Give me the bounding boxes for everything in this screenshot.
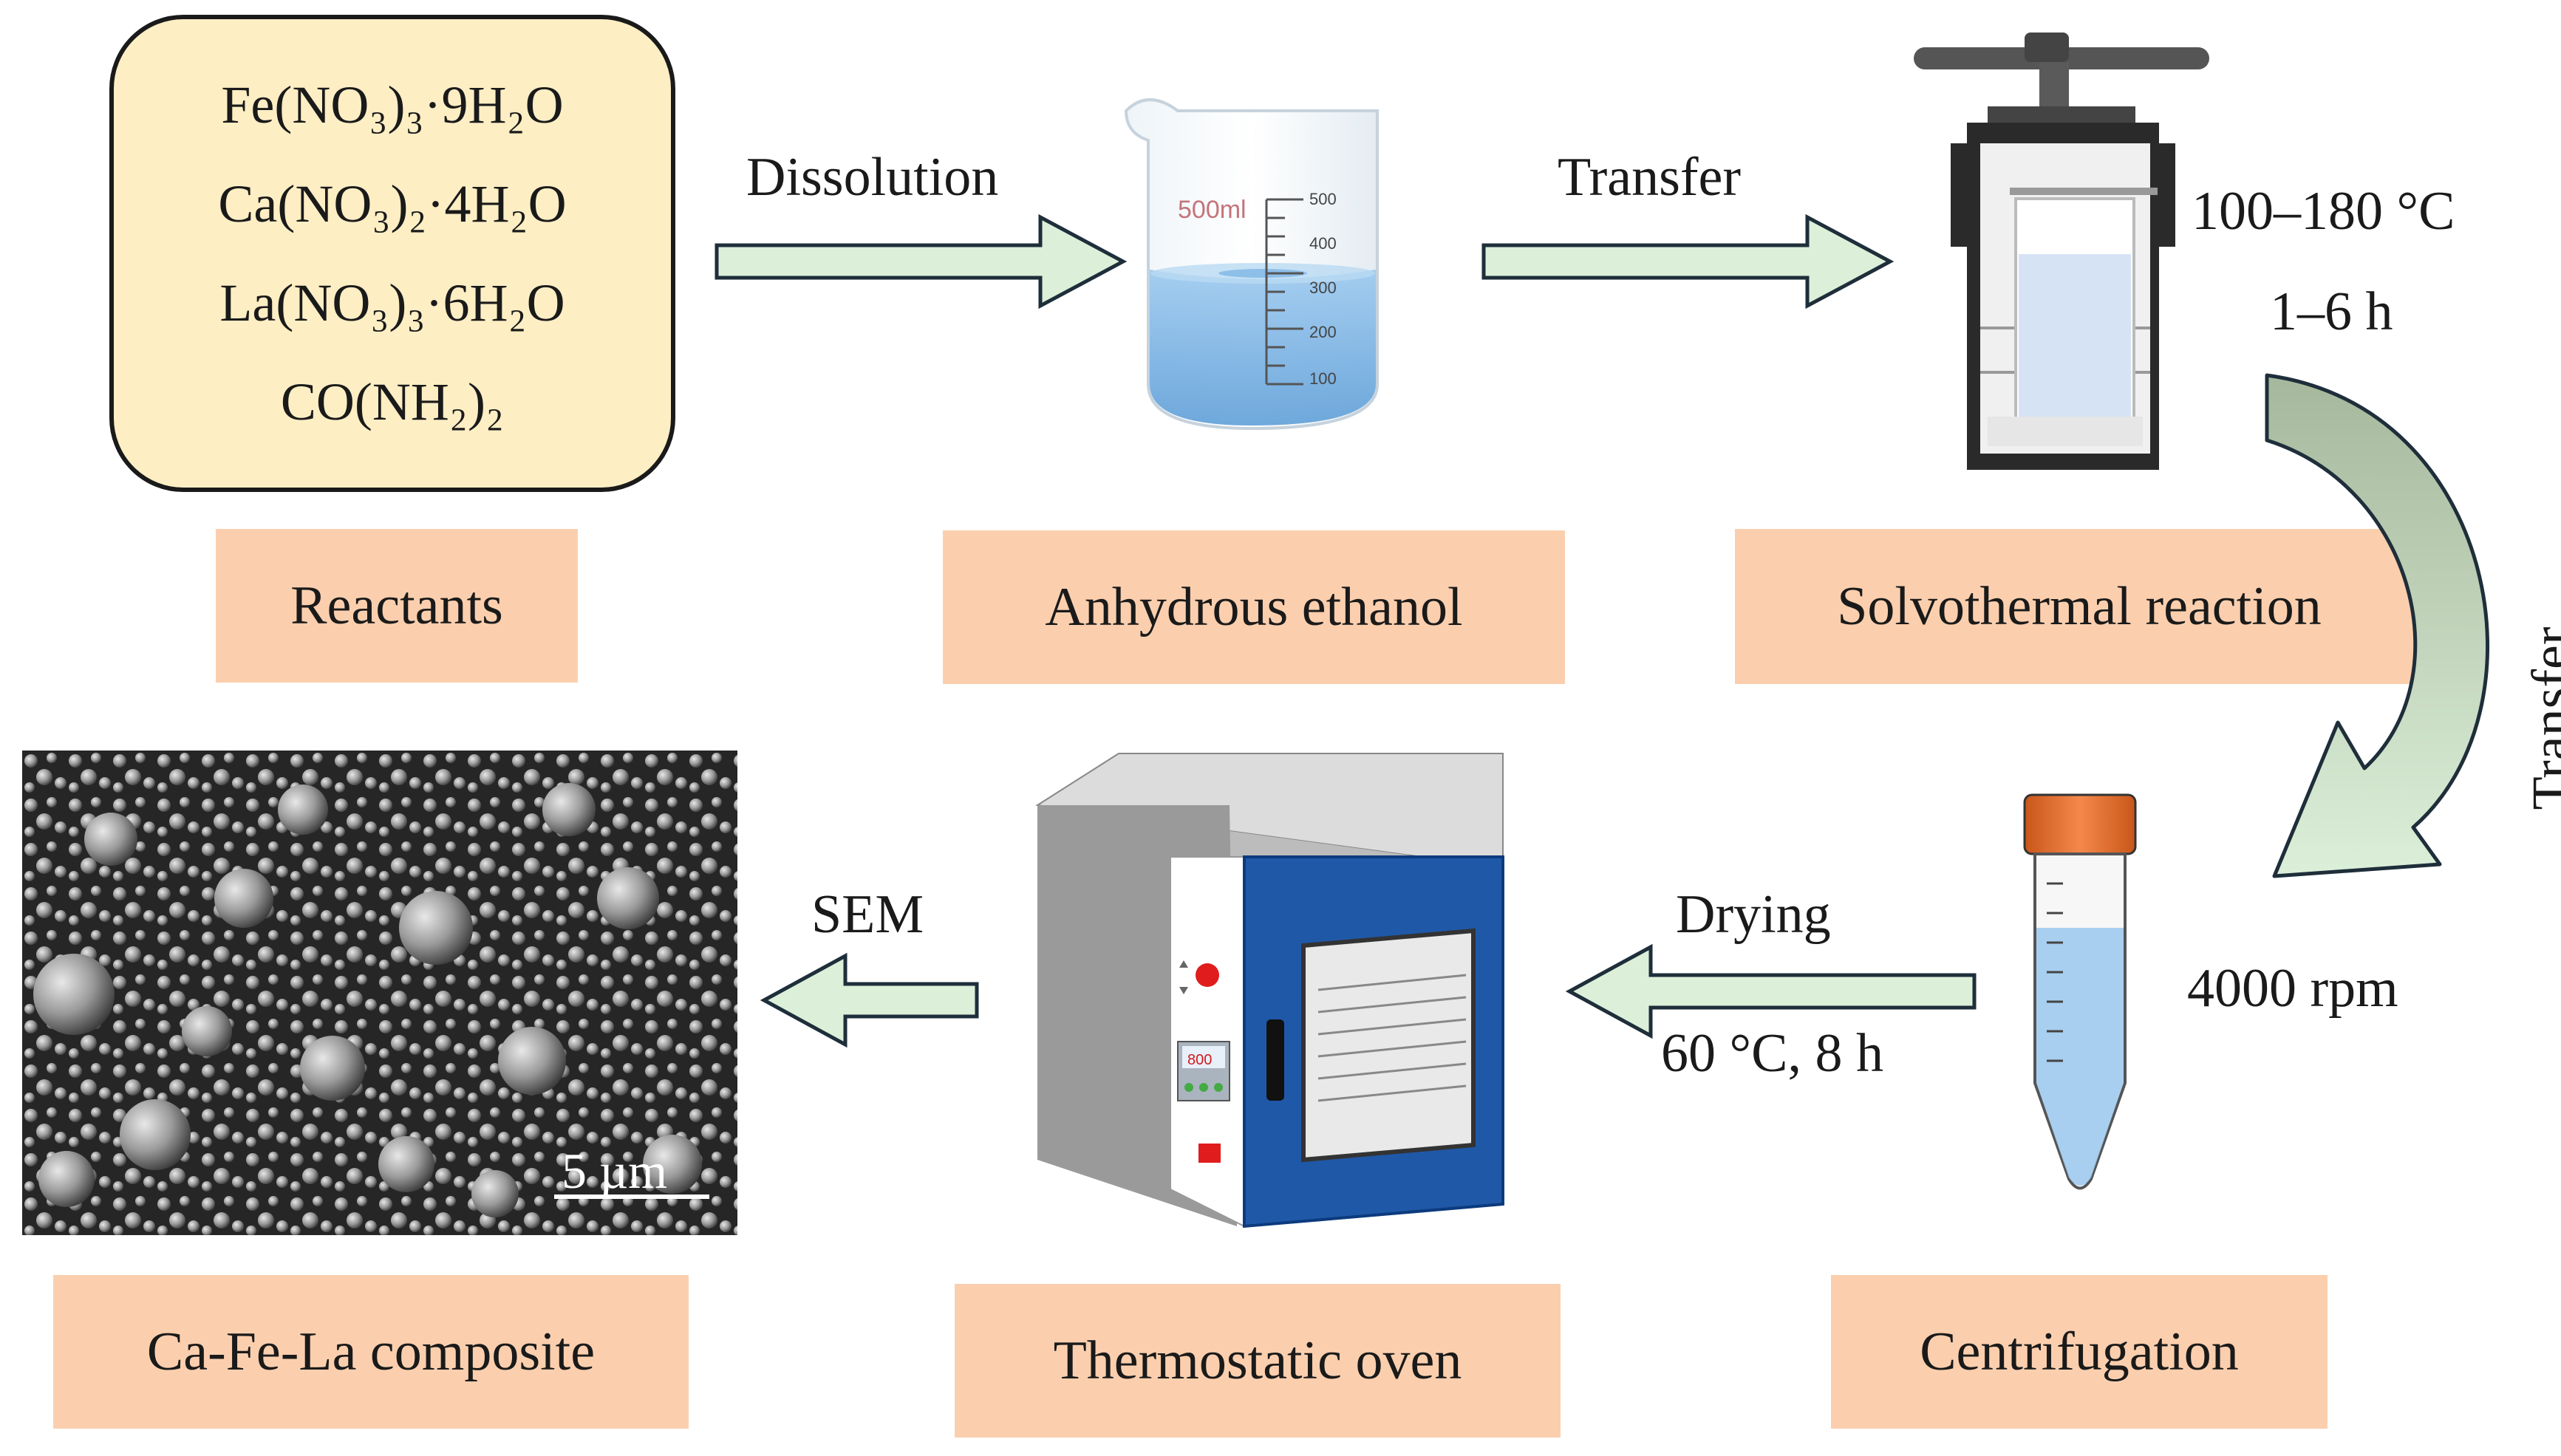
oven-icon: 800 [1035, 753, 1504, 1228]
beaker-mark: 400 [1309, 234, 1337, 253]
condition-drying: 60 °C, 8 h [1661, 1023, 1883, 1084]
step-dissolution: Dissolution [746, 147, 999, 208]
arrow-drying [1565, 943, 1977, 1039]
label-solvothermal: Solvothermal reaction [1735, 529, 2424, 684]
condition-temp: 100–180 °C [2192, 181, 2455, 242]
oven-display: 800 [1187, 1052, 1212, 1068]
reactants-box: Fe(NO₃)₃·9H₂O Ca(NO₃)₂·4H₂O La(NO₃)₃·6H₂… [109, 15, 675, 492]
arrow-dissolution [715, 213, 1128, 310]
step-transfer-1: Transfer [1558, 147, 1742, 208]
arrow-transfer-1 [1481, 213, 1895, 310]
autoclave-icon [1914, 33, 2209, 470]
arrow-sem [760, 952, 979, 1048]
label-reactants: Reactants [216, 529, 578, 683]
beaker-mark: 500 [1309, 190, 1337, 208]
sem-scale-bar: 5 µm [562, 1143, 667, 1199]
formula-ca: Ca(NO₃)₂·4H₂O [218, 174, 567, 233]
label-ethanol: Anhydrous ethanol [943, 530, 1565, 684]
step-sem: SEM [811, 884, 924, 945]
label-oven: Thermostatic oven [955, 1284, 1561, 1438]
arrow-transfer-curved [2265, 373, 2489, 878]
condition-speed: 4000 rpm [2187, 958, 2398, 1019]
label-centrifugation: Centrifugation [1831, 1275, 2328, 1429]
beaker-mark: 200 [1309, 323, 1337, 341]
step-drying: Drying [1676, 884, 1831, 945]
beaker-mark: 100 [1309, 369, 1337, 388]
beaker-mark: 300 [1309, 278, 1337, 297]
formula-urea: CO(NH₂)₂ [280, 372, 505, 431]
beaker-volume: 500ml [1178, 196, 1247, 224]
condition-time: 1–6 h [2270, 281, 2393, 342]
formula-la: La(NO₃)₃·6H₂O [219, 273, 565, 332]
sem-image: 5 µm [22, 751, 737, 1235]
centrifuge-tube-icon [2023, 793, 2137, 1190]
beaker-icon: 500ml 500 400 300 200 100 [1124, 98, 1379, 431]
label-composite: Ca-Fe-La composite [53, 1275, 689, 1429]
formula-fe: Fe(NO₃)₃·9H₂O [221, 75, 564, 134]
